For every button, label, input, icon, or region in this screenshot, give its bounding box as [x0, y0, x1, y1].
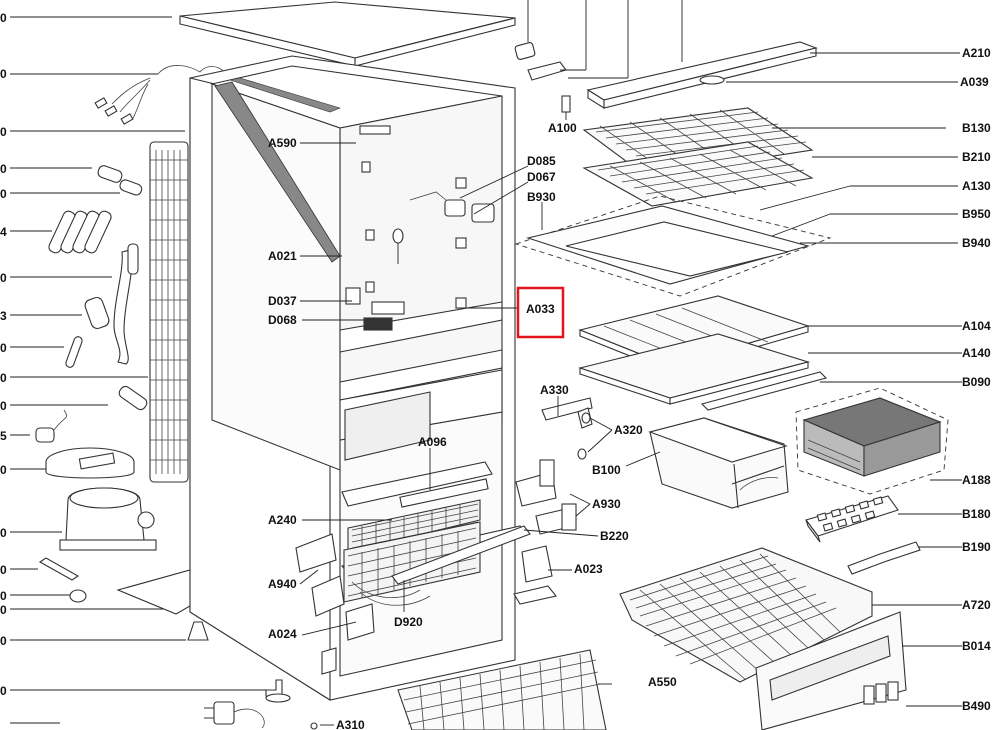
label-D067: D067 — [527, 170, 556, 184]
label-A039: A039 — [960, 75, 989, 89]
left-edge-label: 0 — [0, 371, 7, 385]
left-edge-label: 0 — [0, 271, 7, 285]
left-edge-label: 0 — [0, 603, 7, 617]
middle-parts — [391, 41, 949, 730]
foam-strips-part — [48, 210, 112, 254]
label-B014: B014 — [962, 639, 991, 653]
vegetable-drawer-part — [648, 417, 789, 509]
label-B950: B950 — [962, 207, 991, 221]
left-edge-label: 0 — [0, 526, 7, 540]
left-edge-label: 5 — [0, 429, 7, 443]
large-basket-part — [619, 547, 873, 683]
label-D068: D068 — [268, 313, 297, 327]
label-A188: A188 — [962, 473, 991, 487]
label-A940: A940 — [268, 577, 297, 591]
left-edge-label: 3 — [0, 309, 7, 323]
left-edge-label: 0 — [0, 67, 7, 81]
label-D085: D085 — [527, 154, 556, 168]
label-A310: A310 — [336, 718, 365, 730]
label-B130: B130 — [962, 121, 991, 135]
highlight-box — [516, 286, 565, 339]
ice-tray-part — [805, 495, 899, 543]
left-edge-label: 0 — [0, 399, 7, 413]
label-B190: B190 — [962, 540, 991, 554]
label-A100: A100 — [548, 121, 577, 135]
label-A130: A130 — [962, 179, 991, 193]
condenser-part — [149, 141, 189, 483]
left-edge-label: 0 — [0, 684, 7, 698]
ice-box-part — [795, 387, 949, 495]
wire-shelf-2-part — [582, 141, 814, 207]
label-A720: A720 — [962, 598, 991, 612]
label-A096: A096 — [418, 435, 447, 449]
left-edge-label: 0 — [0, 125, 7, 139]
label-A240: A240 — [268, 513, 297, 527]
left-parts — [35, 1, 516, 730]
label-A033: A033 — [526, 302, 555, 316]
left-edge-label: 0 — [0, 563, 7, 577]
middle-labels: D085 D067 B930 A100 A033 A330 A320 B100 … — [516, 121, 677, 689]
power-plug-part — [204, 701, 265, 729]
leader-lines — [299, 0, 962, 726]
label-D920: D920 — [394, 615, 423, 629]
label-A330: A330 — [540, 383, 569, 397]
drawer-front-part — [755, 611, 907, 730]
label-B180: B180 — [962, 507, 991, 521]
compressor-part — [59, 487, 157, 551]
right-labels: A210 A039 B130 B210 A130 B950 B940 A104 … — [960, 46, 991, 713]
label-A140: A140 — [962, 346, 991, 360]
left-edge-label: 0 — [0, 634, 7, 648]
cabinet-part — [189, 55, 530, 701]
label-A590: A590 — [268, 136, 297, 150]
left-edge-label: 0 — [0, 341, 7, 355]
label-A930: A930 — [592, 497, 621, 511]
left-edge-label: 4 — [0, 225, 7, 239]
label-B930: B930 — [527, 190, 556, 204]
label-B220: B220 — [600, 529, 629, 543]
left-edge-label: 0 — [0, 463, 7, 477]
label-B100: B100 — [592, 463, 621, 477]
left-edge-label: 0 — [0, 589, 7, 603]
label-A210: A210 — [962, 46, 991, 60]
label-B940: B940 — [962, 236, 991, 250]
left-edge-label: 0 — [0, 11, 7, 25]
label-B210: B210 — [962, 150, 991, 164]
left-edge-label: 0 — [0, 162, 7, 176]
glass-shelf-2-part — [578, 333, 811, 405]
label-A024: A024 — [268, 627, 297, 641]
label-A320: A320 — [614, 423, 643, 437]
label-A104: A104 — [962, 319, 991, 333]
label-A023: A023 — [574, 562, 603, 576]
drip-tray-part — [45, 447, 135, 479]
label-B490: B490 — [962, 699, 991, 713]
label-A550: A550 — [648, 675, 677, 689]
left-edge-labels: 0 0 0 0 0 4 0 3 0 0 0 5 0 0 0 0 0 0 0 — [0, 11, 266, 724]
left-labels: A590 A021 D037 D068 A096 A240 A940 A024 … — [268, 136, 447, 730]
freezer-basket-part — [397, 649, 607, 730]
left-edge-label: 0 — [0, 187, 7, 201]
label-D037: D037 — [268, 294, 297, 308]
label-B090: B090 — [962, 375, 991, 389]
label-A021: A021 — [268, 249, 297, 263]
